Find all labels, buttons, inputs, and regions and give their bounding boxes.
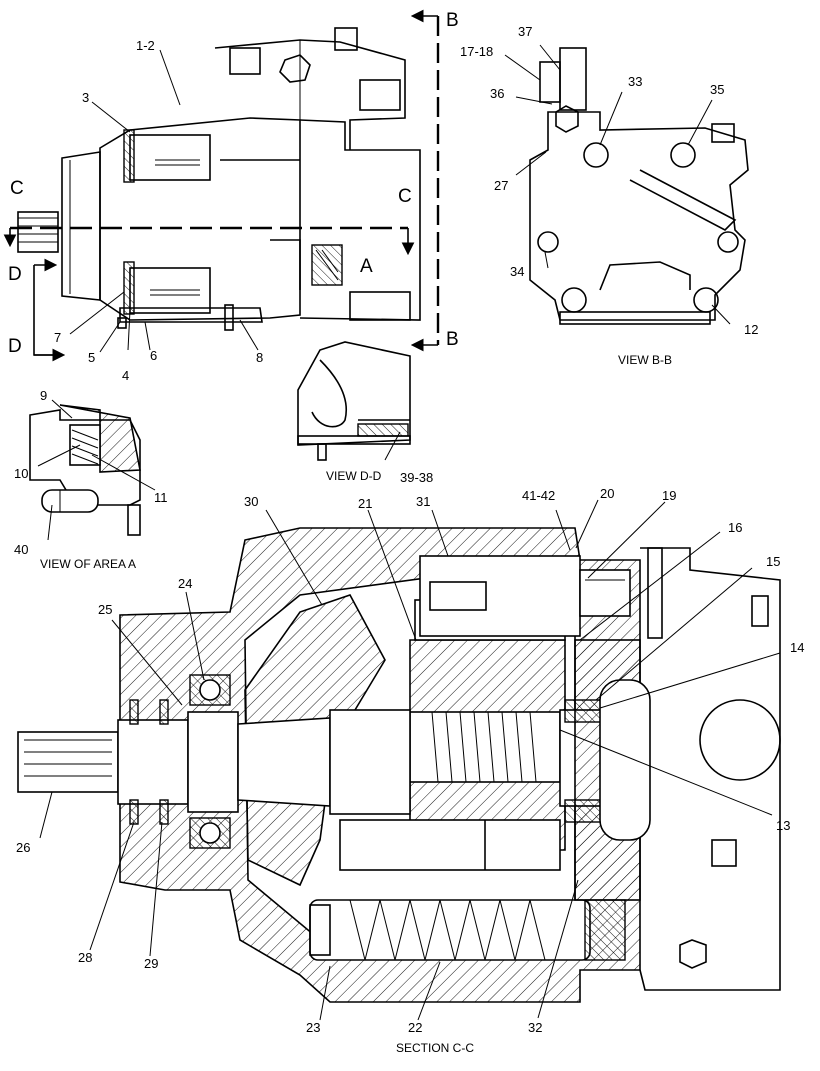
view-captions: VIEW B-B VIEW D-D VIEW OF AREA A SECTION… (40, 353, 672, 1055)
marker-a: A (360, 256, 373, 277)
callout-31: 31 (416, 494, 430, 509)
callout-19: 19 (662, 488, 676, 503)
callout-22: 22 (408, 1020, 422, 1035)
callout-15: 15 (766, 554, 780, 569)
callout-20: 20 (600, 486, 614, 501)
callout-40: 40 (14, 542, 28, 557)
callout-17-18: 17-18 (460, 44, 493, 59)
callout-8: 8 (256, 350, 263, 365)
side-view (3, 9, 440, 362)
callout-36: 36 (490, 86, 504, 101)
callout-28: 28 (78, 950, 92, 965)
callout-26: 26 (16, 840, 30, 855)
marker-d-bottom: D (8, 336, 22, 357)
callout-32: 32 (528, 1020, 542, 1035)
callout-12: 12 (744, 322, 758, 337)
caption-view-bb: VIEW B-B (618, 353, 672, 367)
callout-29: 29 (144, 956, 158, 971)
marker-c-right: C (398, 186, 412, 207)
callout-24: 24 (178, 576, 192, 591)
callout-14: 14 (790, 640, 804, 655)
section-markers: B B C C D D A (8, 10, 459, 357)
callout-37: 37 (518, 24, 532, 39)
callout-35: 35 (710, 82, 724, 97)
callout-numbers: 1-2 3 4 5 6 7 8 9 10 11 12 13 14 15 16 1… (14, 24, 804, 1035)
callout-16: 16 (728, 520, 742, 535)
callout-30: 30 (244, 494, 258, 509)
view-area-a (29, 404, 141, 536)
callout-9: 9 (40, 388, 47, 403)
callout-34: 34 (510, 264, 524, 279)
callout-10: 10 (14, 466, 28, 481)
caption-view-area-a: VIEW OF AREA A (40, 557, 136, 571)
marker-b-bottom: B (446, 329, 459, 350)
callout-41-42: 41-42 (522, 488, 555, 503)
caption-section-cc: SECTION C-C (396, 1041, 474, 1055)
view-bb (529, 47, 749, 325)
callout-23: 23 (306, 1020, 320, 1035)
caption-view-dd: VIEW D-D (326, 469, 382, 483)
callout-13: 13 (776, 818, 790, 833)
callout-25: 25 (98, 602, 112, 617)
callout-21: 21 (358, 496, 372, 511)
callout-27: 27 (494, 178, 508, 193)
callout-39-38: 39-38 (400, 470, 433, 485)
callout-11: 11 (154, 490, 168, 505)
callout-5: 5 (88, 350, 95, 365)
marker-d-top: D (8, 264, 22, 285)
callout-1-2: 1-2 (136, 38, 155, 53)
callout-3: 3 (82, 90, 89, 105)
callout-33: 33 (628, 74, 642, 89)
callout-4: 4 (122, 368, 129, 383)
callout-7: 7 (54, 330, 61, 345)
callout-6: 6 (150, 348, 157, 363)
leader-lines (37, 44, 781, 1021)
marker-c-left: C (10, 178, 24, 199)
marker-b-top: B (446, 10, 459, 31)
view-dd (297, 341, 411, 461)
section-cc (17, 527, 781, 1003)
